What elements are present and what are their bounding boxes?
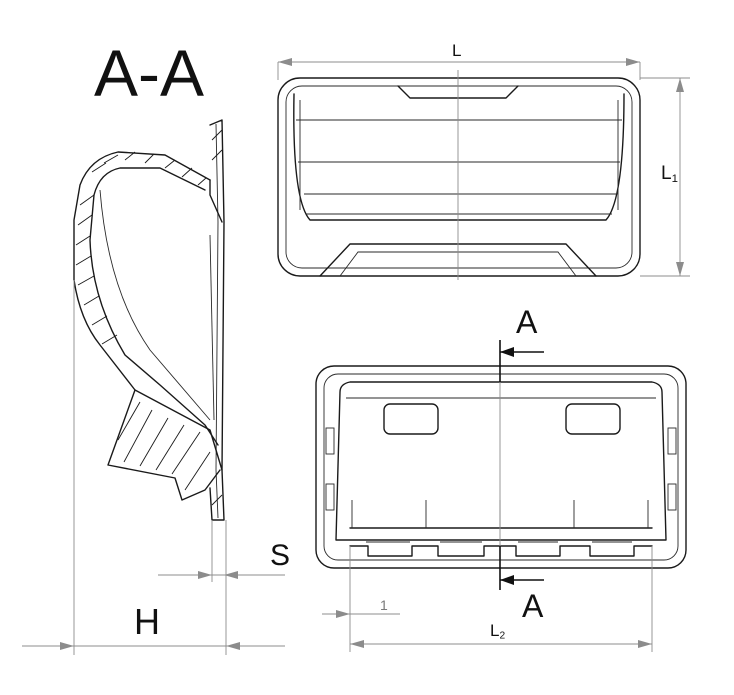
- dimension-label-l2-sub: 2: [499, 630, 506, 642]
- dimension-label-offset: 1: [380, 597, 388, 613]
- dimension-label-l1-sub: 1: [671, 172, 678, 185]
- dimension-h: [22, 280, 285, 655]
- section-view-a-a: [73, 119, 225, 521]
- dimension-label-l1-main: L: [661, 163, 672, 184]
- section-title: A-A: [94, 36, 205, 110]
- dimension-s: [158, 520, 285, 582]
- dimension-label-h: H: [134, 601, 160, 642]
- dimension-l: [277, 58, 641, 80]
- dimension-label-s: S: [270, 539, 291, 572]
- front-view: [277, 70, 641, 280]
- plan-view: [315, 360, 687, 575]
- dimension-l2: [350, 546, 653, 652]
- dimension-label-l2: L2: [490, 622, 505, 642]
- section-mark-bottom: A: [522, 588, 544, 624]
- section-mark-top: A: [516, 304, 538, 340]
- dimension-l1: [640, 77, 690, 277]
- dimension-offset-1: [322, 546, 400, 652]
- dimension-label-l1: L1: [661, 164, 678, 185]
- dimension-label-l: L: [452, 41, 462, 60]
- section-cut-marker: [499, 340, 544, 590]
- dimension-label-l2-main: L: [490, 621, 500, 640]
